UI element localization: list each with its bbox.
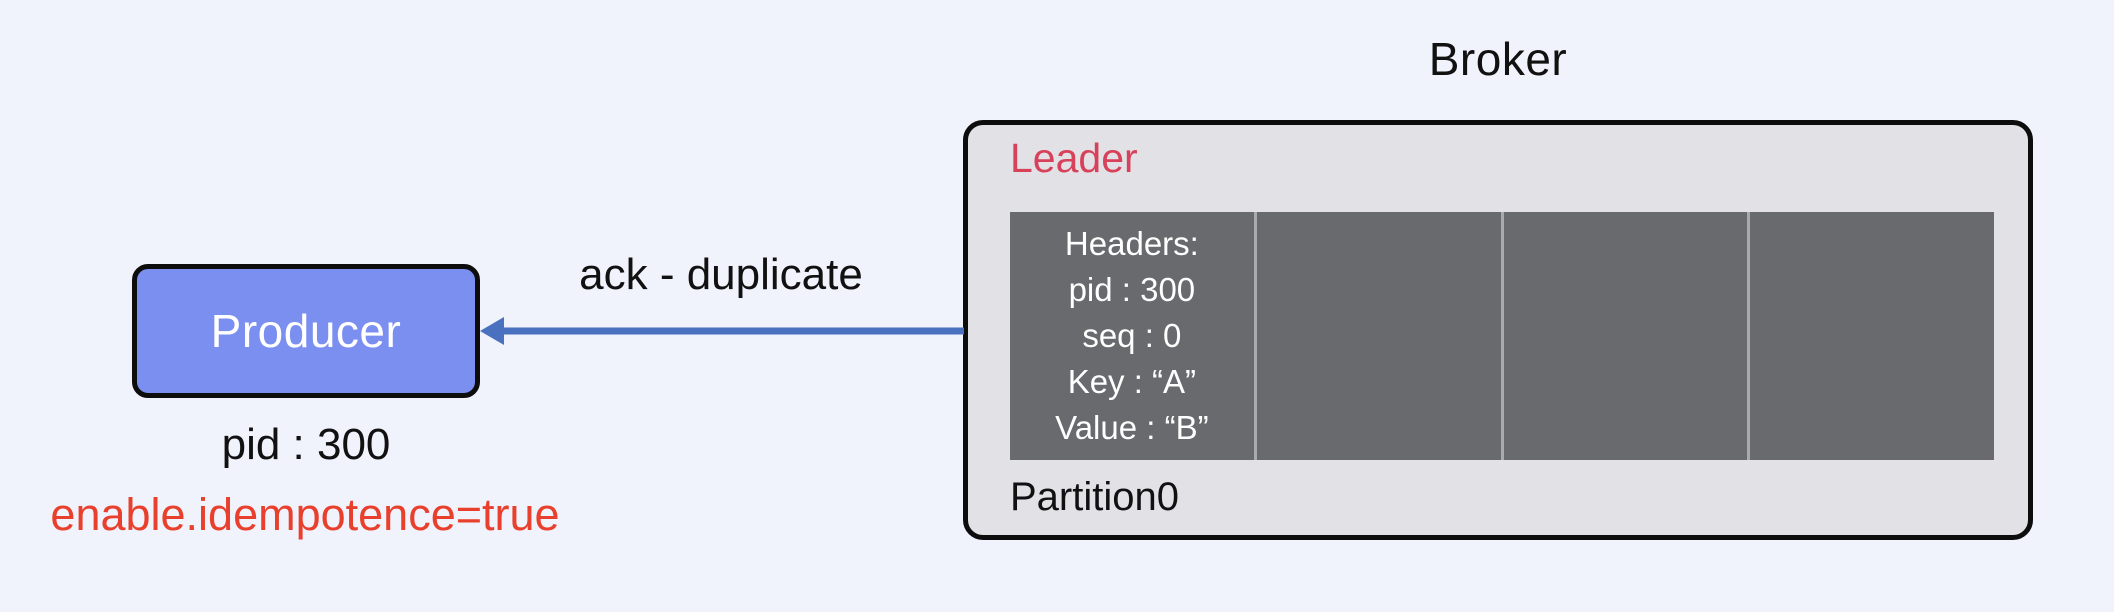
arrow-line xyxy=(502,327,964,335)
partition-label: Partition0 xyxy=(1010,475,1179,519)
record-line-pid: pid : 300 xyxy=(1068,271,1196,308)
producer-label: Producer xyxy=(210,305,402,357)
producer-pid-label: pid : 300 xyxy=(221,420,391,469)
idempotence-config-label: enable.idempotence=true xyxy=(50,489,560,540)
log-cell-empty-1 xyxy=(1256,212,1501,460)
record-line-headers: Headers: xyxy=(1064,225,1199,262)
arrow-head-icon xyxy=(480,317,504,345)
record-line-seq: seq : 0 xyxy=(1082,317,1182,354)
record-line-key: Key : “A” xyxy=(1067,363,1197,400)
record-line-value: Value : “B” xyxy=(1055,409,1209,446)
producer-box: Producer xyxy=(132,264,480,398)
log-cell-empty-2 xyxy=(1503,212,1748,460)
partition-log: Headers: pid : 300 seq : 0 Key : “A” Val… xyxy=(1010,212,1994,460)
log-cell-empty-3 xyxy=(1750,212,1994,460)
leader-label: Leader xyxy=(1010,135,1138,181)
broker-title: Broker xyxy=(1428,33,1568,85)
broker-box: Leader Headers: pid : 300 seq : 0 Key : … xyxy=(963,120,2033,540)
log-record-message: Headers: pid : 300 seq : 0 Key : “A” Val… xyxy=(1010,212,1254,460)
ack-arrow xyxy=(480,317,964,345)
ack-arrow-label: ack - duplicate xyxy=(579,250,863,299)
